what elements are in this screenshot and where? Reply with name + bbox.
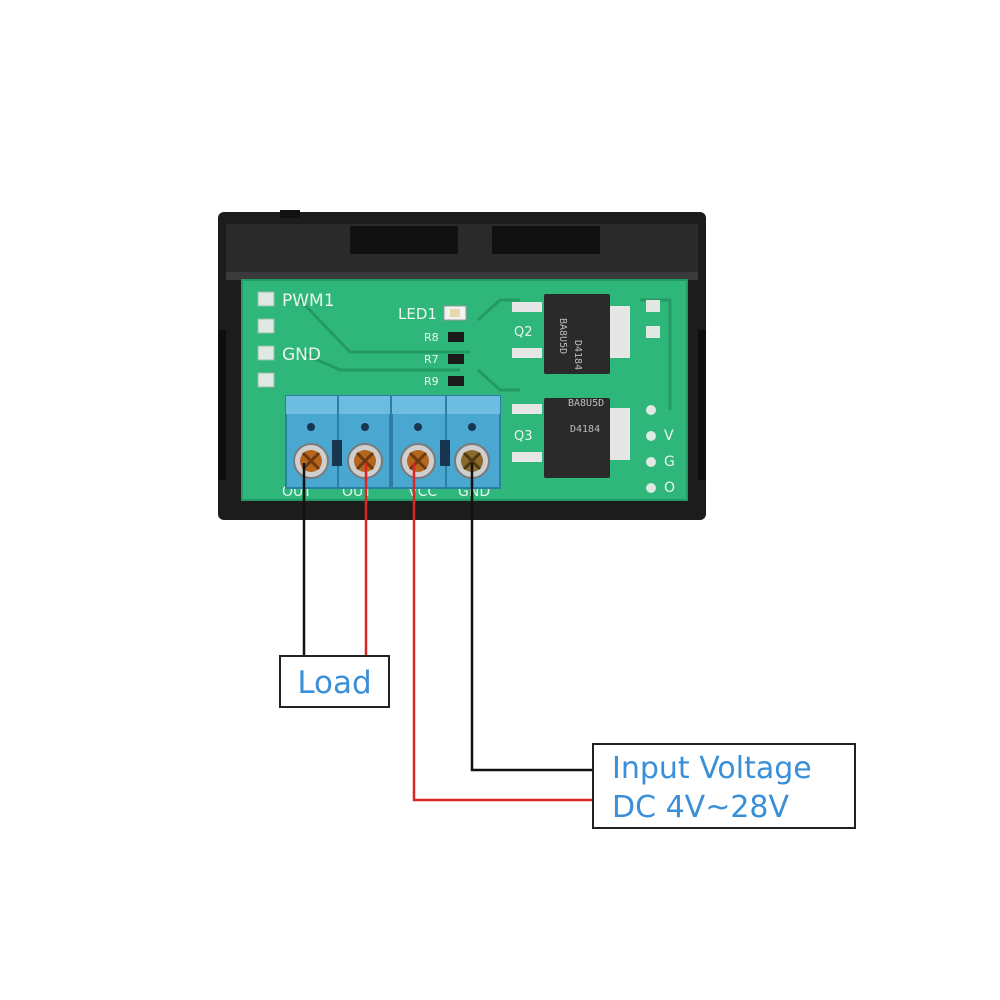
screw-terminal-icon-4 (454, 443, 490, 479)
q2-chip-text-2: BA8U5D (557, 318, 568, 354)
input-wire-black (470, 463, 592, 772)
mosfet-chip-icon-q3: Q3 BA8U5D D4184 (512, 398, 630, 478)
q2-chip-text: D4184 (572, 340, 583, 370)
resistor-label-r8: R8 (424, 331, 439, 344)
load-label: Load (297, 665, 372, 701)
input-voltage-label-box: Input Voltage DC 4V~28V (592, 743, 856, 829)
load-label-box: Load (279, 655, 390, 708)
q2-label: Q2 (514, 325, 533, 340)
input-wire-red (412, 463, 592, 802)
pin-label-v: V (664, 428, 674, 444)
gnd-silk-label: GND (282, 345, 321, 365)
resistor-label-r7: R7 (424, 353, 439, 366)
input-voltage-line1: Input Voltage (612, 751, 812, 786)
led-silk-label: LED1 (398, 305, 437, 323)
resistor-group: R8 R7 R9 (424, 331, 464, 388)
screw-terminal-icon (293, 443, 329, 479)
pin-label-o: O (664, 480, 675, 496)
q3-chip-text: BA8U5D (568, 398, 604, 409)
left-pads (257, 291, 275, 388)
pin-label-g: G (664, 454, 675, 470)
q3-chip-text-2: D4184 (570, 424, 600, 435)
q3-label: Q3 (514, 429, 533, 444)
input-voltage-line2: DC 4V~28V (612, 790, 790, 825)
screw-terminal-icon-3 (400, 443, 436, 479)
wires (302, 463, 592, 802)
resistor-label-r9: R9 (424, 375, 439, 388)
mosfet-chip-icon: Q2 D4184 BA8U5D (512, 294, 630, 374)
right-pads (646, 300, 660, 493)
led-icon (443, 305, 467, 321)
pwm-silk-label: PWM1 (282, 291, 335, 311)
